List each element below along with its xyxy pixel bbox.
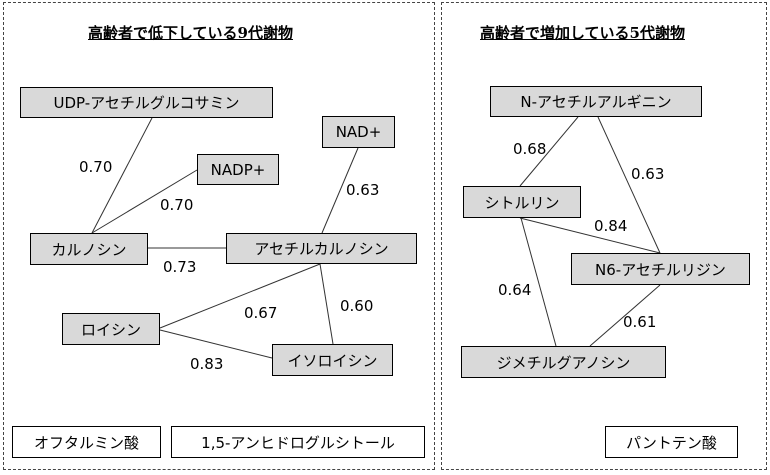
node-udp-acetylglucosamine: UDP-アセチルグルコサミン: [20, 87, 273, 118]
unlinked-ophthalmic-acid: オフタルミン酸: [12, 426, 161, 458]
weight-acetylcarnosine-isoleucine: 0.60: [340, 297, 374, 315]
node-isoleucine: イソロイシン: [272, 344, 393, 376]
right-panel-title: 高齢者で増加している5代謝物: [480, 24, 685, 42]
weight-citrulline-dimethylguanosine: 0.64: [498, 281, 532, 299]
edge-citrulline-dimethylguanosine: [520, 217, 557, 347]
weight-nad-acetylcarnosine: 0.63: [346, 181, 380, 199]
weight-acetylarginine-citrulline: 0.68: [513, 140, 547, 158]
weight-carnosine-acetylcarnosine: 0.73: [163, 258, 197, 276]
edge-nad-acetylcarnosine: [321, 147, 359, 234]
edge-acetylcarnosine-isoleucine: [319, 263, 334, 345]
edge-leucine-isoleucine: [159, 329, 273, 359]
node-nadp: NADP+: [197, 154, 279, 185]
unlinked-pantothenic-acid: パントテン酸: [605, 426, 738, 458]
node-leucine: ロイシン: [62, 313, 160, 345]
node-acetylcarnosine: アセチルカルノシン: [226, 233, 417, 264]
weight-nadp-carnosine: 0.70: [160, 196, 194, 214]
unlinked-anhydroglucitol: 1,5-アンヒドログルシトール: [171, 426, 425, 458]
edge-acetylarginine-citrulline: [519, 116, 579, 187]
node-dimethylguanosine: ジメチルグアノシン: [461, 346, 666, 378]
weight-citrulline-acetyllysine: 0.84: [594, 217, 628, 235]
right-panel: [441, 2, 767, 470]
node-carnosine: カルノシン: [30, 233, 148, 265]
weight-acetyllysine-dimethylguanosine: 0.61: [623, 313, 657, 331]
edge-acetyllysine-dimethylguanosine: [589, 284, 661, 347]
weight-leucine-acetylcarnosine: 0.67: [244, 304, 278, 322]
node-n-acetylarginine: N-アセチルアルギニン: [490, 86, 702, 117]
weight-acetylarginine-acetyllysine: 0.63: [631, 165, 665, 183]
edge-udp-carnosine: [91, 117, 153, 234]
edge-citrulline-acetyllysine: [519, 217, 661, 254]
weight-leucine-isoleucine: 0.83: [190, 355, 224, 373]
left-panel-title: 高齢者で低下している9代謝物: [88, 24, 293, 42]
weight-udp-carnosine: 0.70: [79, 158, 113, 176]
node-n6-acetyllysine: N6-アセチルリジン: [571, 253, 750, 285]
node-citrulline: シトルリン: [463, 186, 581, 218]
edge-acetylarginine-acetyllysine: [597, 116, 661, 254]
edge-nadp-carnosine: [91, 169, 198, 234]
edge-leucine-acetylcarnosine: [159, 263, 321, 329]
node-nad: NAD+: [322, 116, 395, 148]
